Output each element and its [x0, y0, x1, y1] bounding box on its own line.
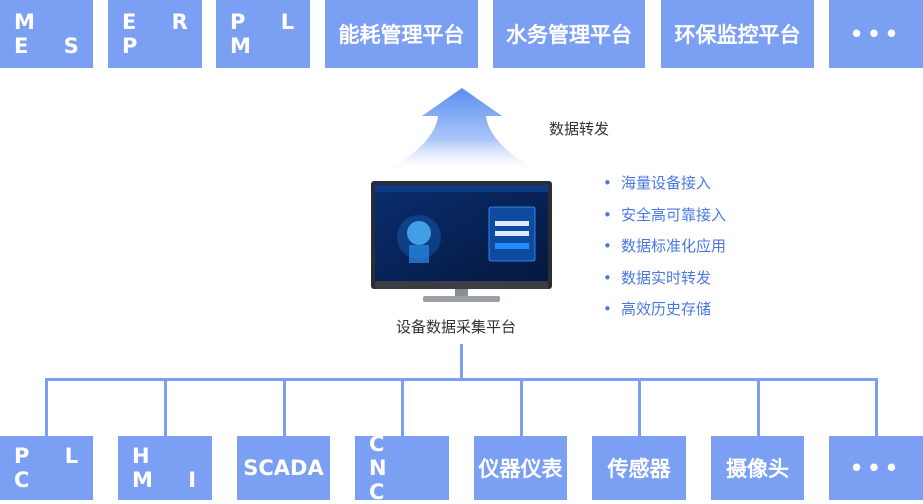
mes-label: M E S — [14, 10, 93, 58]
up-arrow-icon — [376, 88, 548, 174]
scada-label: SCADA — [243, 456, 324, 480]
connector-bus — [45, 378, 877, 381]
plm-box: P L M — [216, 0, 310, 68]
plm-label: P L M — [230, 10, 309, 58]
feature-item: 海量设备接入 — [601, 172, 726, 204]
platform-label: 设备数据采集平台 — [396, 318, 517, 336]
sensor-label: 传感器 — [607, 457, 671, 481]
feature-item: 数据标准化应用 — [601, 235, 726, 267]
more-bottom-box: ••• — [829, 436, 923, 500]
environment-platform-box: 环保监控平台 — [661, 0, 814, 68]
camera-box: 摄像头 — [711, 436, 804, 500]
energy-platform-label: 能耗管理平台 — [338, 23, 465, 47]
monitor-icon — [371, 181, 552, 302]
connector-drop — [45, 378, 48, 436]
feature-item: 数据实时转发 — [601, 267, 726, 299]
scada-box: SCADA — [237, 436, 330, 500]
connector-drop — [401, 378, 404, 436]
connector-drop — [164, 378, 167, 436]
plc-label: P L C — [14, 444, 93, 492]
water-platform-label: 水务管理平台 — [506, 23, 632, 47]
mes-box: M E S — [0, 0, 93, 68]
connector-drop — [638, 378, 641, 436]
camera-label: 摄像头 — [726, 457, 789, 481]
connector-trunk — [460, 344, 463, 380]
feature-item: 高效历史存储 — [601, 298, 726, 330]
sensor-box: 传感器 — [592, 436, 686, 500]
instrument-box: 仪器仪表 — [474, 436, 567, 500]
more-bottom-label: ••• — [849, 456, 903, 480]
connector-drop — [875, 378, 878, 436]
cnc-box: C N C — [355, 432, 449, 504]
feature-list: 海量设备接入 安全高可靠接入 数据标准化应用 数据实时转发 高效历史存储 — [601, 172, 726, 330]
water-platform-box: 水务管理平台 — [493, 0, 645, 68]
hmi-box: H M I — [118, 436, 212, 500]
connector-drop — [283, 378, 286, 436]
energy-platform-box: 能耗管理平台 — [325, 0, 478, 68]
instrument-label: 仪器仪表 — [478, 457, 563, 481]
more-top-box: ••• — [829, 0, 923, 68]
connector-drop — [757, 378, 760, 436]
environment-platform-label: 环保监控平台 — [674, 23, 801, 47]
feature-item: 安全高可靠接入 — [601, 204, 726, 236]
erp-label: E R P — [122, 10, 202, 58]
hmi-label: H M I — [132, 444, 211, 492]
forward-label: 数据转发 — [549, 120, 610, 138]
connector-drop — [520, 378, 523, 436]
cnc-label: C N C — [369, 432, 401, 504]
erp-box: E R P — [108, 0, 202, 68]
plc-box: P L C — [0, 436, 93, 500]
more-top-label: ••• — [849, 22, 903, 46]
